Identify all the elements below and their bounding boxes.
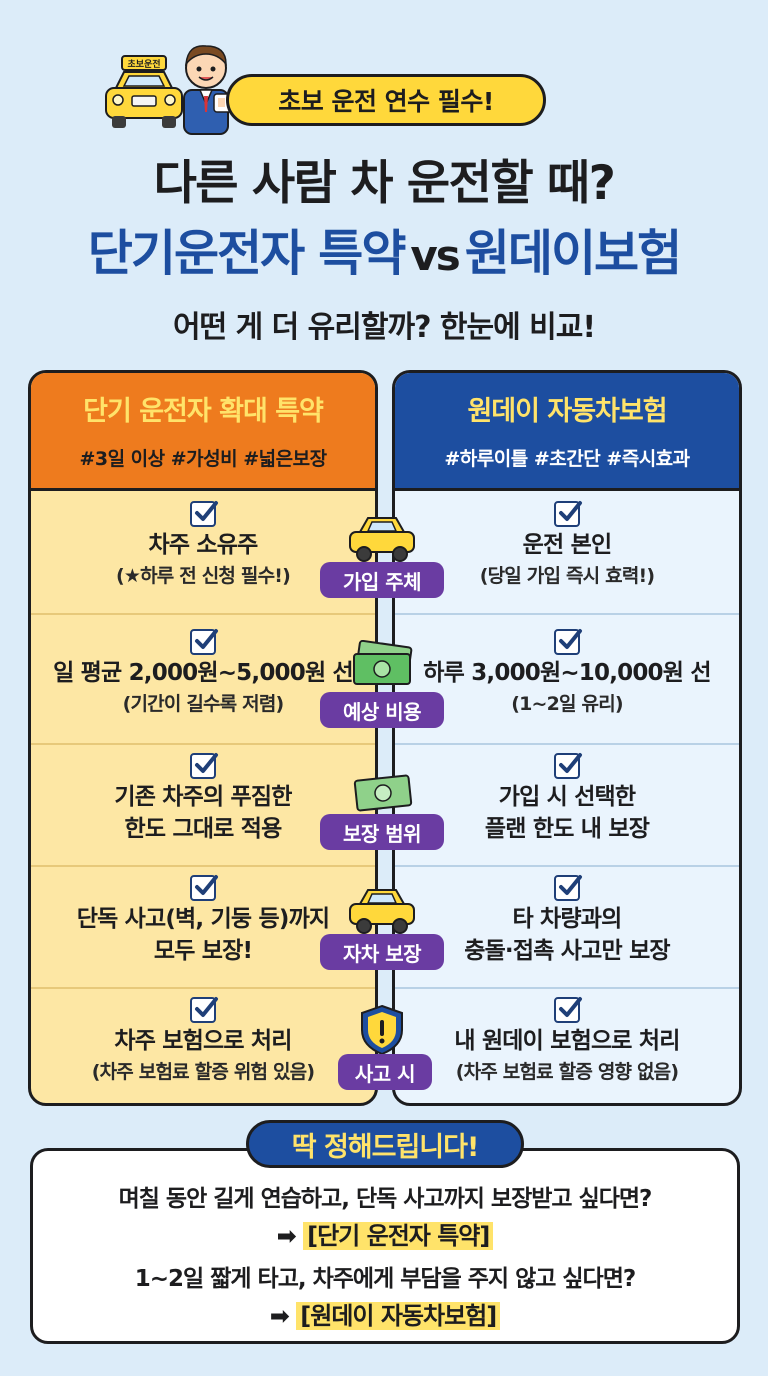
recommendation-pill: 딱 정해드립니다! [246, 1120, 524, 1168]
badge-coverage: 보장 범위 [320, 814, 444, 850]
right-column-oneday-insurance: 원데이 자동차보험 #하루이틀 #초간단 #즉시효과 운전 본인 (당일 가입 … [392, 370, 742, 1106]
row-divider [31, 613, 375, 615]
right-row-main-2: 충돌·접촉 사고만 보장 [464, 938, 670, 964]
right-row-main: 하루 3,000원~10,000원 선 [423, 660, 711, 686]
left-row-main: 차주 소유주 [148, 532, 258, 558]
right-row-main: 내 원데이 보험으로 처리 [454, 1028, 680, 1054]
money-icon [344, 768, 420, 820]
recommendation-question-1: 며칠 동안 길게 연습하고, 단독 사고까지 보장받고 싶다면? [118, 1186, 653, 1212]
left-column-tags: #3일 이상 #가성비 #넓은보장 [79, 448, 327, 470]
row-divider [31, 865, 375, 867]
right-column-header: 원데이 자동차보험 #하루이틀 #초간단 #즉시효과 [395, 373, 739, 491]
left-row-subscriber: 차주 소유주 (★하루 전 신청 필수!) [31, 491, 375, 613]
top-pill-badge: 초보 운전 연수 필수! [226, 74, 546, 126]
checkbox-icon [190, 875, 218, 901]
recommendation-question-2: 1~2일 짧게 타고, 차주에게 부담을 주지 않고 싶다면? [134, 1266, 636, 1292]
driver-character-icon [170, 38, 242, 136]
row-divider [395, 743, 739, 745]
left-row-main: 일 평균 2,000원~5,000원 선 [53, 660, 354, 686]
checkbox-icon [554, 875, 582, 901]
right-column-title: 원데이 자동차보험 [467, 396, 667, 427]
left-row-own-damage: 단독 사고(벽, 기둥 등)까지 모두 보장! [31, 867, 375, 987]
checkbox-icon [554, 501, 582, 527]
taxi-illustration-icon: 초보운전 [102, 54, 186, 134]
left-column-header: 단기 운전자 확대 특약 #3일 이상 #가성비 #넓은보장 [31, 373, 375, 491]
checkbox-icon [190, 629, 218, 655]
taxi-icon [344, 512, 420, 564]
left-row-sub: (기간이 길수록 저렴) [122, 693, 285, 715]
right-row-main-2: 플랜 한도 내 보장 [484, 816, 650, 842]
checkbox-icon [554, 997, 582, 1023]
checkbox-icon [554, 753, 582, 779]
right-row-sub: (당일 가입 즉시 효력!) [479, 565, 655, 587]
checkbox-icon [190, 501, 218, 527]
title-left-option: 단기운전자 특약 [87, 225, 407, 282]
left-row-main-2: 한도 그대로 적용 [124, 816, 283, 842]
left-row-sub: (★하루 전 신청 필수!) [115, 565, 291, 587]
left-row-main-2: 모두 보장! [153, 938, 253, 964]
row-divider [395, 987, 739, 989]
badge-subscriber: 가입 주체 [320, 562, 444, 598]
recommendation-box: 며칠 동안 길게 연습하고, 단독 사고까지 보장받고 싶다면? ➡ [단기 운… [30, 1148, 740, 1344]
checkbox-icon [554, 629, 582, 655]
badge-accident: 사고 시 [338, 1054, 432, 1090]
right-row-accident: 내 원데이 보험으로 처리 (차주 보험료 할증 영향 없음) [395, 989, 739, 1087]
row-divider [395, 865, 739, 867]
taxi-sign-text: 초보운전 [127, 58, 160, 70]
title-right-option: 원데이보험 [464, 225, 682, 282]
recommendation-answer-1: ➡ [단기 운전자 특약] [33, 1217, 737, 1255]
right-row-main: 타 차량과의 [512, 906, 622, 932]
checkbox-icon [190, 753, 218, 779]
row-divider [31, 987, 375, 989]
arrow-icon: ➡ [276, 1222, 297, 1250]
right-row-own-damage: 타 차량과의 충돌·접촉 사고만 보장 [395, 867, 739, 987]
row-divider [31, 743, 375, 745]
right-row-sub: (1~2일 유리) [511, 693, 623, 715]
right-column-tags: #하루이틀 #초간단 #즉시효과 [444, 448, 690, 470]
shield-icon [344, 1004, 420, 1056]
right-row-sub: (차주 보험료 할증 영향 없음) [455, 1061, 679, 1083]
money-icon [344, 639, 420, 692]
arrow-icon: ➡ [269, 1302, 290, 1330]
left-row-main: 차주 보험으로 처리 [114, 1028, 292, 1054]
left-column-short-term-rider: 단기 운전자 확대 특약 #3일 이상 #가성비 #넓은보장 차주 소유주 (★… [28, 370, 378, 1106]
left-row-sub: (차주 보험료 할증 위험 있음) [91, 1061, 315, 1083]
badge-cost: 예상 비용 [320, 692, 444, 728]
recommendation-answer-2: ➡ [원데이 자동차보험] [33, 1297, 737, 1335]
right-row-main: 가입 시 선택한 [498, 784, 636, 810]
row-divider [395, 613, 739, 615]
answer-2-label: [원데이 자동차보험] [296, 1302, 501, 1330]
answer-1-label: [단기 운전자 특약] [303, 1222, 494, 1250]
right-row-main: 운전 본인 [522, 532, 612, 558]
right-row-subscriber: 운전 본인 (당일 가입 즉시 효력!) [395, 491, 739, 613]
right-row-cost: 하루 3,000원~10,000원 선 (1~2일 유리) [395, 615, 739, 743]
title-vs: vs [410, 231, 460, 280]
right-row-coverage: 가입 시 선택한 플랜 한도 내 보장 [395, 745, 739, 865]
left-row-main: 기존 차주의 푸짐한 [114, 784, 292, 810]
left-column-title: 단기 운전자 확대 특약 [83, 396, 324, 427]
taxi-icon [344, 884, 420, 936]
checkbox-icon [190, 997, 218, 1023]
page-subtitle: 어떤 게 더 유리할까? 한눈에 비교! [172, 310, 596, 345]
left-row-accident: 차주 보험으로 처리 (차주 보험료 할증 위험 있음) [31, 989, 375, 1087]
left-row-cost: 일 평균 2,000원~5,000원 선 (기간이 길수록 저렴) [31, 615, 375, 743]
page-title: 다른 사람 차 운전할 때? [153, 156, 616, 211]
left-row-coverage: 기존 차주의 푸짐한 한도 그대로 적용 [31, 745, 375, 865]
badge-own-damage: 자차 보장 [320, 934, 444, 970]
left-row-main: 단독 사고(벽, 기둥 등)까지 [76, 906, 330, 932]
